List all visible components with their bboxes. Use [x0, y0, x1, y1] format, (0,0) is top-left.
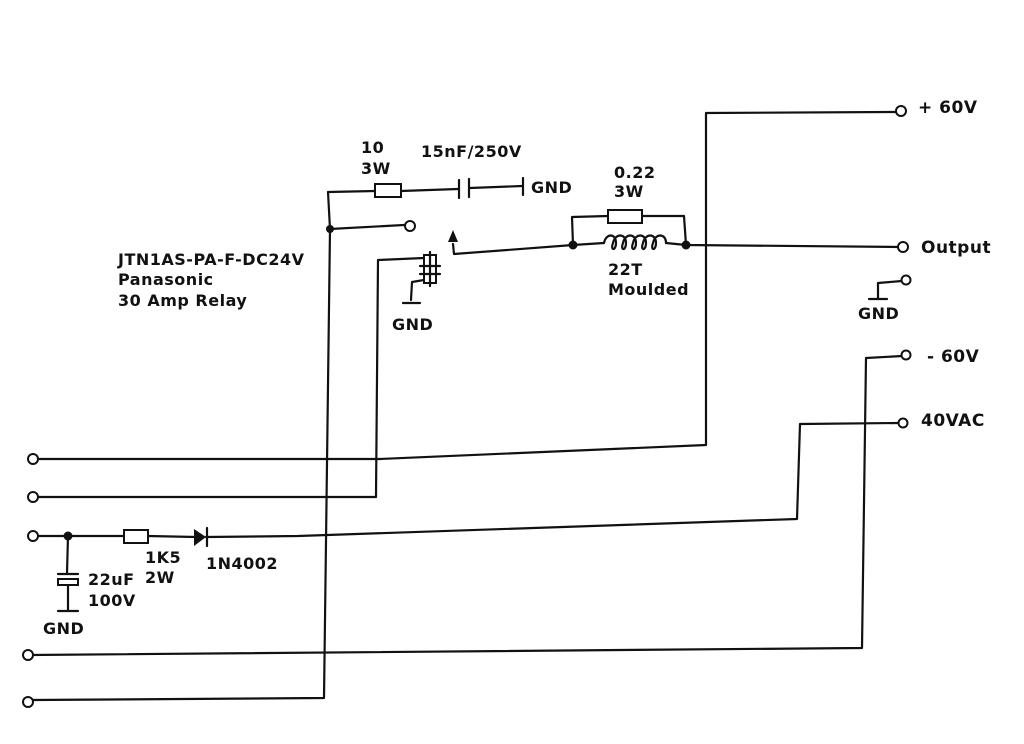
terminal-minus60v — [900, 349, 912, 361]
label-relay-rating: 30 Amp Relay — [118, 291, 247, 310]
terminal-left-3 — [27, 530, 39, 542]
label-cap22-voltage: 100V — [88, 591, 136, 610]
wires — [28, 110, 904, 702]
wire-cap22 — [65, 534, 70, 612]
label-plus60v: + 60V — [918, 98, 978, 118]
label-cap22-value: 22uF — [88, 570, 135, 589]
wire-relay-coil — [34, 256, 426, 499]
wire-40vac — [34, 421, 900, 539]
label-snubber-cap: 15nF/250V — [421, 142, 522, 161]
label-r10-power: 3W — [361, 159, 391, 178]
junction-cap22 — [63, 531, 73, 541]
wire-switched — [451, 242, 575, 256]
label-r10-value: 10 — [361, 138, 384, 157]
label-gnd-cap: GND — [43, 619, 84, 638]
wire-relay-contact — [328, 223, 406, 231]
label-relay-brand: Panasonic — [118, 270, 214, 289]
junction-rl-right — [681, 240, 691, 250]
resistor-1k5 — [123, 529, 149, 544]
label-gnd-relay: GND — [392, 315, 433, 334]
relay-contact-arrow — [448, 230, 458, 242]
resistor-10-ohm — [374, 183, 402, 198]
wire-rl-network — [570, 214, 902, 249]
terminal-40vac — [897, 417, 909, 429]
terminal-left-1 — [27, 453, 39, 465]
junctions — [63, 225, 691, 541]
label-diode: 1N4002 — [206, 554, 278, 573]
terminal-output-gnd — [900, 274, 912, 286]
label-gnd-snubber: GND — [531, 178, 572, 197]
wire-snubber — [399, 184, 524, 193]
label-r022-value: 0.22 — [614, 163, 655, 182]
label-inductor-type: Moulded — [608, 280, 689, 299]
label-40vac: 40VAC — [921, 411, 985, 431]
terminal-left-4 — [22, 649, 34, 661]
label-relay-part: JTN1AS-PA-F-DC24V — [117, 250, 305, 269]
wire-plus60v — [34, 110, 898, 461]
label-minus60v: - 60V — [927, 347, 980, 367]
inductor-22t — [602, 234, 668, 251]
capacitor-15nf — [457, 177, 471, 200]
wire-output-gnd — [876, 279, 904, 300]
diode-1n4002 — [194, 526, 209, 548]
terminal-left-2 — [27, 491, 39, 503]
capacitor-22uf — [56, 572, 80, 586]
terminal-left-5 — [22, 696, 34, 708]
wire-minus60v — [28, 354, 904, 657]
labels: + 60V Output - 60V 40VAC GND GND GND GND… — [43, 98, 991, 638]
label-r1k5-power: 2W — [145, 568, 175, 587]
label-output: Output — [921, 238, 991, 258]
label-inductor-turns: 22T — [608, 260, 643, 279]
terminal-output — [897, 241, 909, 253]
terminal-plus60v — [895, 105, 907, 117]
label-gnd-output: GND — [858, 304, 899, 323]
junction-rl-left — [568, 240, 578, 250]
resistor-0-22-ohm — [607, 209, 643, 224]
terminals — [22, 105, 912, 708]
ground-symbols — [56, 176, 889, 613]
wire-relay-gnd — [409, 278, 426, 302]
relay-contact-terminal — [404, 220, 416, 232]
label-r1k5-value: 1K5 — [145, 548, 181, 567]
label-r022-power: 3W — [614, 182, 644, 201]
junction-relay-common — [326, 225, 334, 233]
relay — [404, 220, 458, 288]
diode-body — [194, 529, 206, 546]
